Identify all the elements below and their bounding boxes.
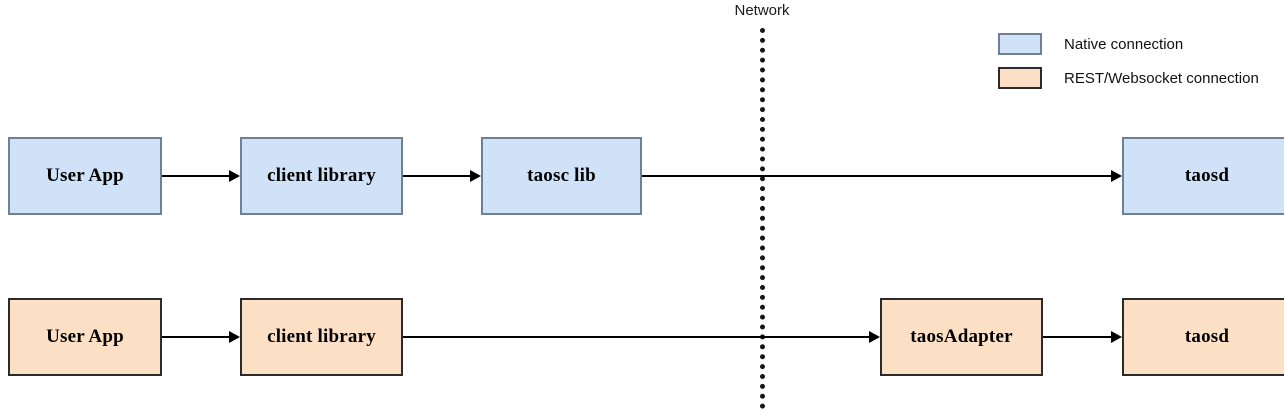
- node-box[interactable]: client library: [240, 298, 403, 376]
- flow-arrow-line: [642, 175, 1111, 177]
- node-box[interactable]: taosc lib: [481, 137, 642, 215]
- node-box[interactable]: taosd: [1122, 298, 1284, 376]
- flow-arrow-head: [229, 331, 240, 343]
- flow-arrow-head: [470, 170, 481, 182]
- flow-arrow-head: [1111, 331, 1122, 343]
- node-box[interactable]: User App: [8, 298, 162, 376]
- flow-arrow-head: [1111, 170, 1122, 182]
- flow-arrow-line: [403, 336, 869, 338]
- node-box[interactable]: taosd: [1122, 137, 1284, 215]
- node-box[interactable]: taosAdapter: [880, 298, 1043, 376]
- legend-item: REST/Websocket connection: [998, 65, 1259, 91]
- flow-arrow-head: [869, 331, 880, 343]
- flow-arrow-line: [1043, 336, 1111, 338]
- legend-item-label: Native connection: [1064, 35, 1184, 53]
- flow-arrow-head: [229, 170, 240, 182]
- flow-arrow-line: [162, 175, 229, 177]
- network-divider-line: [760, 28, 765, 409]
- legend-swatch-native: [998, 33, 1042, 55]
- node-box[interactable]: User App: [8, 137, 162, 215]
- flow-arrow-line: [403, 175, 470, 177]
- legend-swatch-rest: [998, 67, 1042, 89]
- network-divider-label: Network: [734, 2, 790, 19]
- legend-item-label: REST/Websocket connection: [1064, 69, 1259, 87]
- flow-arrow-line: [162, 336, 229, 338]
- node-box[interactable]: client library: [240, 137, 403, 215]
- legend-item: Native connection: [998, 31, 1259, 57]
